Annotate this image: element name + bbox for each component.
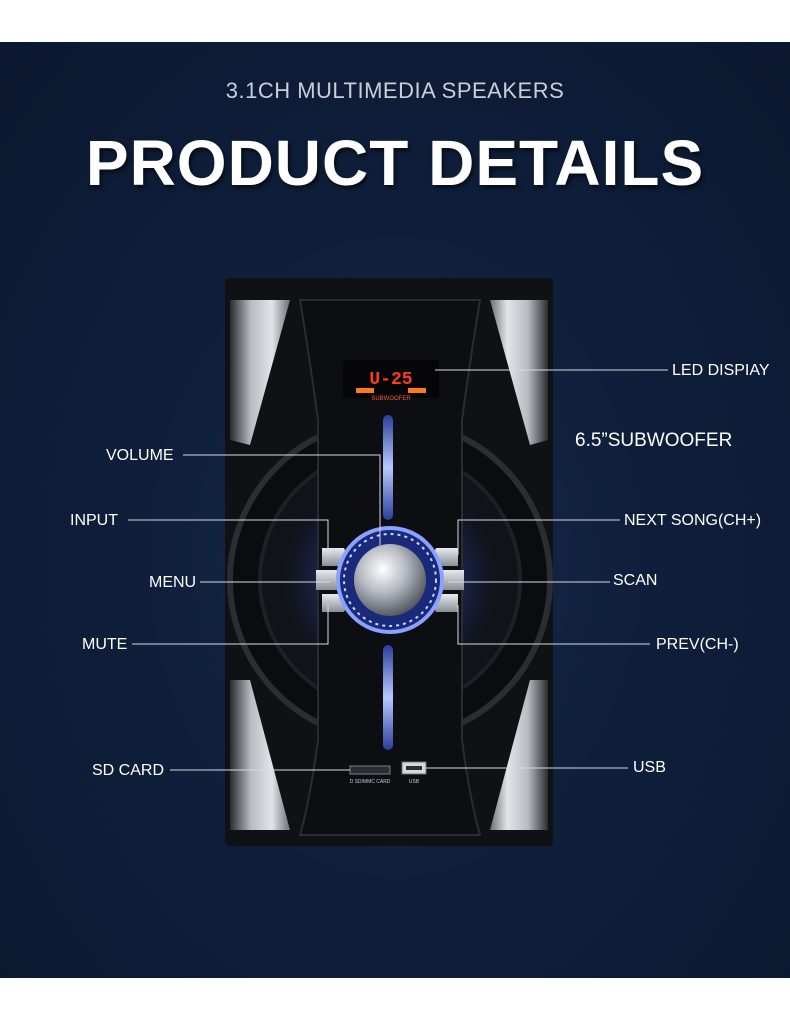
upper-light-strip	[383, 415, 393, 520]
callout-input: INPUT	[70, 512, 118, 529]
right-upper-wing	[490, 300, 548, 445]
sd-slot	[349, 765, 391, 775]
bottom-margin	[0, 978, 790, 1011]
callout-menu: MENU	[149, 574, 197, 591]
callout-next-song: NEXT SONG(CH+)	[624, 512, 762, 529]
right-lower-wing	[490, 680, 548, 830]
callout-subwoofer: 6.5”SUBWOOFER	[575, 430, 733, 451]
callout-sd-card: SD CARD	[92, 762, 165, 779]
left-lower-wing	[230, 680, 290, 830]
left-upper-wing	[230, 300, 290, 445]
callout-mute: MUTE	[82, 636, 128, 653]
callout-scan: SCAN	[613, 572, 658, 589]
led-badge: SUBWOOFER	[371, 396, 411, 402]
callout-led-display: LED DISPIAY	[672, 362, 770, 379]
volume-knob	[354, 544, 426, 616]
usb-port-label: USB	[409, 779, 420, 785]
lower-light-strip	[383, 645, 393, 750]
callout-volume: VOLUME	[106, 447, 174, 464]
led-readout: U-25	[369, 370, 412, 390]
callout-prev: PREV(CH-)	[656, 636, 739, 653]
page-subtitle: 3.1CH MULTIMEDIA SPEAKERS	[225, 78, 565, 103]
page-title: PRODUCT DETAILS	[85, 127, 705, 199]
sd-slot-label: D SD/MMC CARD	[350, 779, 391, 785]
callout-lines	[128, 369, 668, 771]
callout-usb: USB	[633, 759, 666, 776]
